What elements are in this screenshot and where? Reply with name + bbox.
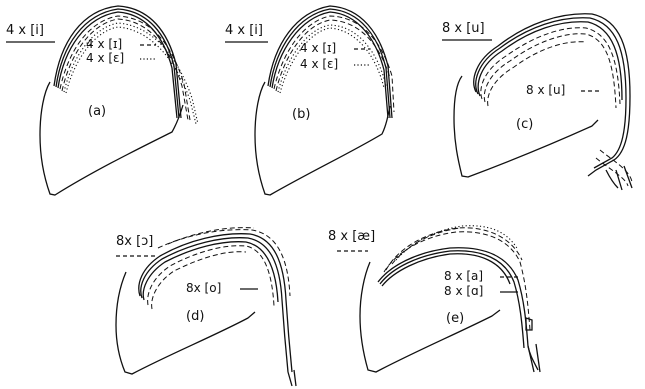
- panel-b-header: 4 x [i]: [225, 23, 263, 38]
- panel-c-legend-1-label: 8 x [u]: [526, 83, 565, 97]
- panel-b-palate-outline: [254, 81, 391, 196]
- panel-a-legend-2-label: 4 x [ɛ]: [86, 51, 124, 65]
- panel-a-header: 4 x [i]: [6, 23, 44, 38]
- panel-e-legend-1-label: 8 x [a]: [444, 269, 483, 283]
- panel-e-header: 8 x [æ]: [328, 229, 375, 244]
- panel-d-caption: (d): [186, 309, 204, 324]
- panel-d-palate-outline: [115, 271, 256, 375]
- panel-c-jaw-stub: [605, 165, 633, 191]
- panel-a-caption: (a): [88, 104, 106, 119]
- panel-c: 8 x [u] 8 x [u] (c): [442, 13, 633, 191]
- panel-b-caption: (b): [292, 107, 310, 122]
- panel-d: 8x [ɔ] 8x [o] (d): [115, 227, 297, 387]
- panel-e-palate-outline: [359, 261, 501, 373]
- panel-b-legend-1-label: 4 x [ɪ]: [300, 41, 336, 55]
- panel-d-jaw-stub: [287, 369, 297, 387]
- panel-a-palate-outline: [39, 81, 184, 196]
- panel-e-legend-2-label: 8 x [ɑ]: [444, 284, 483, 298]
- panel-c-header: 8 x [u]: [442, 21, 485, 36]
- panel-a: 4 x [i] 4 x [ɪ] 4 x [ɛ] (a): [6, 5, 199, 196]
- panel-a-tongue-contours: [53, 5, 199, 125]
- panel-e: 8 x [æ] 8 x [a] 8 x [ɑ] (e): [328, 225, 541, 373]
- panel-e-caption: (e): [446, 311, 464, 326]
- panel-c-tongue-contours: [473, 13, 633, 187]
- panel-d-tongue-contours: [138, 227, 293, 373]
- panel-d-legend-1-label: 8x [o]: [186, 281, 221, 295]
- panel-e-jaw-stub: [525, 317, 541, 373]
- panel-b: 4 x [i] 4 x [ɪ] 4 x [ɛ] (b): [225, 5, 395, 196]
- panel-a-legend-1-label: 4 x [ɪ]: [86, 37, 122, 51]
- panel-c-caption: (c): [516, 117, 533, 132]
- panel-c-palate-outline: [453, 75, 599, 178]
- panel-b-tongue-contours: [267, 5, 395, 119]
- panel-d-header: 8x [ɔ]: [116, 234, 153, 249]
- panel-b-legend-2-label: 4 x [ɛ]: [300, 57, 338, 71]
